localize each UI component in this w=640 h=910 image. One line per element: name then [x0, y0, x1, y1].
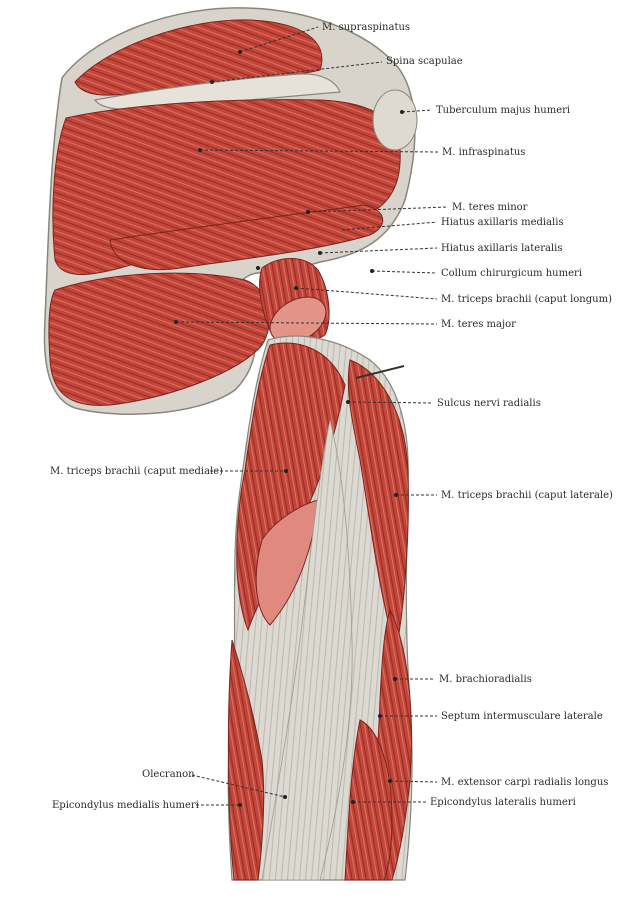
marker-supraspinatus	[238, 50, 242, 54]
marker-epicondylus-medialis	[238, 803, 242, 807]
scapular-region	[43, 7, 418, 415]
marker-infraspinatus	[198, 148, 202, 152]
labels: M. supraspinatus Spina scapulae Tubercul…	[50, 22, 613, 811]
label-triceps-mediale: M. triceps brachii (caput mediale)	[50, 466, 223, 477]
marker-triceps-longum	[294, 286, 298, 290]
marker-teres-major	[174, 320, 178, 324]
axillary-region	[259, 258, 330, 344]
marker-septum-laterale	[378, 714, 382, 718]
label-triceps-longum: M. triceps brachii (caput longum)	[441, 294, 612, 305]
marker-spina-scapulae	[210, 80, 214, 84]
marker-olecranon	[283, 795, 287, 799]
leader-lines	[175, 26, 449, 806]
label-triceps-laterale: M. triceps brachii (caput laterale)	[441, 490, 613, 501]
label-teres-major: M. teres major	[441, 319, 516, 330]
marker-triceps-mediale	[284, 469, 288, 473]
label-teres-minor: M. teres minor	[452, 202, 528, 213]
marker-triceps-laterale	[394, 493, 398, 497]
label-olecranon: Olecranon	[142, 769, 195, 780]
label-extensor-carpi: M. extensor carpi radialis longus	[441, 777, 608, 788]
label-markers	[174, 50, 404, 807]
medial-head-cut-window	[255, 499, 319, 626]
marker-extensor-carpi	[388, 779, 392, 783]
marker-tuberculum-majus	[400, 110, 404, 114]
tuberculum-majus	[372, 89, 418, 151]
marker-sulcus-radialis	[346, 400, 350, 404]
label-epicondylus-medialis: Epicondylus medialis humeri	[52, 800, 199, 811]
teres-major-muscle	[48, 272, 270, 406]
marker-epicondylus-lateralis	[351, 800, 355, 804]
radial-nerve-probe	[355, 365, 405, 379]
label-hiatus-lateralis: Hiatus axillaris lateralis	[441, 243, 562, 254]
label-brachioradialis: M. brachioradialis	[439, 674, 532, 685]
extensor-carpi-muscle	[344, 719, 393, 881]
label-hiatus-medialis: Hiatus axillaris medialis	[441, 217, 564, 228]
label-sulcus-radialis: Sulcus nervi radialis	[437, 398, 541, 409]
label-septum-laterale: Septum intermusculare laterale	[441, 711, 603, 722]
label-epicondylus-lateralis: Epicondylus lateralis humeri	[430, 797, 576, 808]
medial-forearm-muscle	[227, 639, 265, 881]
teres-minor-muscle	[109, 204, 383, 271]
label-spina-scapulae: Spina scapulae	[386, 56, 463, 67]
upper-arm	[227, 335, 413, 881]
label-tuberculum-majus: Tuberculum majus humeri	[436, 105, 570, 116]
label-collum-chirurgicum: Collum chirurgicum humeri	[441, 268, 582, 279]
label-supraspinatus: M. supraspinatus	[322, 22, 410, 33]
marker-hiatus-lateralis	[318, 251, 322, 255]
label-infraspinatus: M. infraspinatus	[442, 147, 525, 158]
marker-hiatus-medialis	[256, 266, 260, 270]
marker-collum-chirurgicum	[370, 269, 374, 273]
marker-teres-minor	[306, 210, 310, 214]
triceps-tendon	[261, 419, 353, 881]
marker-brachioradialis	[393, 677, 397, 681]
